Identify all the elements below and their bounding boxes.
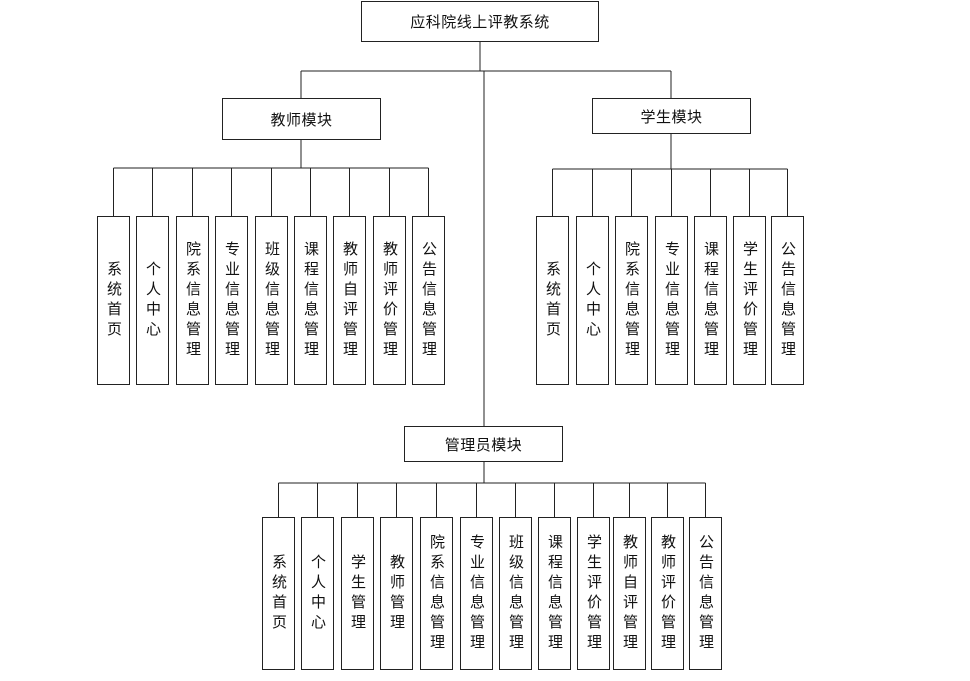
admin-item-10: 教师自评管理 [613,517,646,670]
student-item-1: 系统首页 [536,216,569,385]
student-item-4: 专业信息管理 [655,216,688,385]
teacher-item-4: 专业信息管理 [215,216,248,385]
admin-item-8: 课程信息管理 [538,517,571,670]
teacher-item-2: 个人中心 [136,216,169,385]
admin-item-11: 教师评价管理 [651,517,684,670]
admin-item-4: 教师管理 [380,517,413,670]
teacher-item-8: 教师评价管理 [373,216,406,385]
admin-item-3: 学生管理 [341,517,374,670]
student-item-3: 院系信息管理 [615,216,648,385]
teacher-item-5: 班级信息管理 [255,216,288,385]
admin-item-1: 系统首页 [262,517,295,670]
admin-item-9: 学生评价管理 [577,517,610,670]
admin-item-12: 公告信息管理 [689,517,722,670]
student-item-7: 公告信息管理 [771,216,804,385]
teacher-item-3: 院系信息管理 [176,216,209,385]
teacher-item-6: 课程信息管理 [294,216,327,385]
student-item-5: 课程信息管理 [694,216,727,385]
teacher-item-7: 教师自评管理 [333,216,366,385]
teacher-item-9: 公告信息管理 [412,216,445,385]
root-node: 应科院线上评教系统 [361,1,599,42]
admin-item-2: 个人中心 [301,517,334,670]
admin-item-7: 班级信息管理 [499,517,532,670]
student-module-node: 学生模块 [592,98,751,134]
student-item-2: 个人中心 [576,216,609,385]
admin-item-5: 院系信息管理 [420,517,453,670]
admin-item-6: 专业信息管理 [460,517,493,670]
teacher-module-node: 教师模块 [222,98,381,140]
teacher-item-1: 系统首页 [97,216,130,385]
student-item-6: 学生评价管理 [733,216,766,385]
admin-module-node: 管理员模块 [404,426,563,462]
